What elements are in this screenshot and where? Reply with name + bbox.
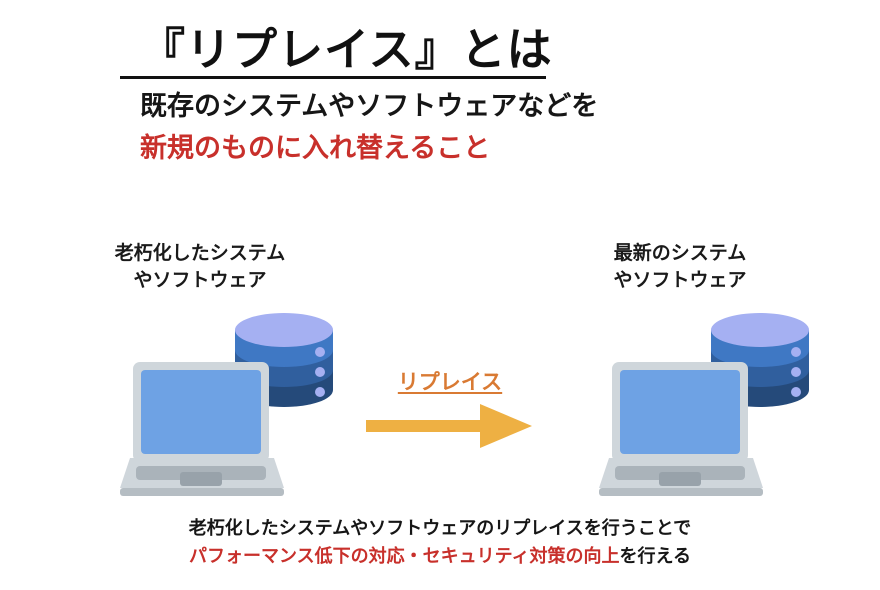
legacy-system-label: 老朽化したシステム やソフトウェア bbox=[100, 240, 300, 294]
legacy-label-line-1: 老朽化したシステム bbox=[114, 242, 286, 264]
laptop-icon bbox=[120, 362, 284, 496]
definition-line-2: 新規のものに入れ替えること bbox=[140, 133, 491, 164]
new-label-line-1: 最新のシステム bbox=[613, 242, 747, 264]
summary-rest: を行える bbox=[619, 546, 692, 567]
page-title: 『リプレイス』とは bbox=[120, 24, 552, 79]
summary-line-2: パフォーマンス低下の対応・セキュリティ対策の向上を行える bbox=[0, 544, 880, 570]
laptop-icon bbox=[599, 362, 763, 496]
definition-line-1: 既存のシステムやソフトウェアなどを bbox=[140, 91, 599, 122]
new-label-line-2: やソフトウェア bbox=[613, 269, 747, 291]
new-system-label: 最新のシステム やソフトウェア bbox=[585, 240, 775, 294]
summary-highlight: パフォーマンス低下の対応・セキュリティ対策の向上 bbox=[188, 546, 620, 567]
arrow-right-icon bbox=[366, 404, 532, 448]
summary-line-1: 老朽化したシステムやソフトウェアのリプレイスを行うことで bbox=[188, 518, 692, 539]
replace-label: リプレイス bbox=[397, 370, 503, 394]
legacy-label-line-2: やソフトウェア bbox=[133, 269, 267, 291]
